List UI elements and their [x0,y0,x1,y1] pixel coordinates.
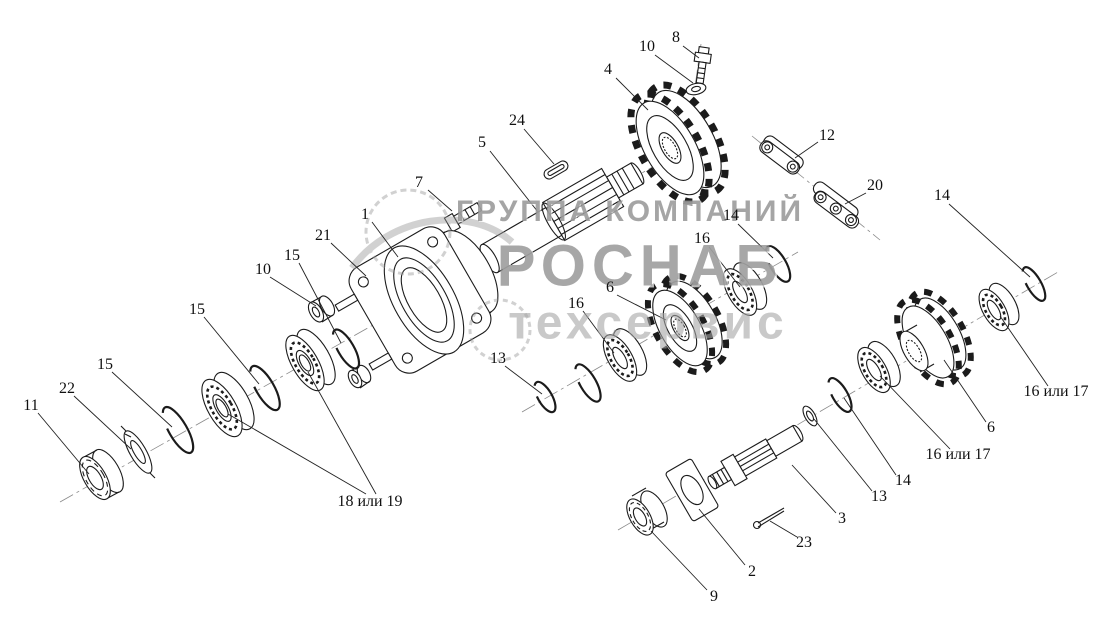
part-label-20: 20 [867,177,883,194]
leader-lines [37,45,1049,591]
part-label-15b: 15 [189,301,205,318]
part-label-15a: 15 [284,247,300,264]
part-label-18-19: 18 или 19 [337,493,403,510]
part-label-10b: 10 [255,261,271,278]
part-label-3: 3 [838,510,846,527]
part-label-21: 21 [315,227,331,244]
circlip-14c-part [1021,266,1047,302]
part-label-13-br: 13 [871,488,887,505]
washer-10-top-part [685,82,707,96]
bearing-16a-part [602,328,648,382]
part-label-8: 8 [672,29,680,46]
circlip-15c-part [161,405,195,455]
part-label-6-mid: 6 [606,279,614,296]
bolt-7-part [443,201,483,233]
chain-link-12-part [759,135,804,175]
part-label-24: 24 [509,112,525,129]
castle-nut-9-part [626,487,668,536]
part-label-23: 23 [796,534,812,551]
part-label-7: 7 [415,174,423,191]
part-label-14-topright: 14 [934,187,950,204]
part-label-16-mid: 16 [694,230,710,247]
part-label-4: 4 [604,61,612,78]
circlip-13a-part [533,380,557,414]
ring-13b-part [802,405,818,427]
sprocket-6b-part [894,288,974,388]
part-label-11: 11 [23,397,39,414]
part-label-16b: 16 [568,295,584,312]
part-label-13-mid: 13 [490,350,506,367]
nut-10-part [307,295,336,323]
part-label-22: 22 [59,380,75,397]
tab-plate-2-part [665,458,719,522]
part-label-15c: 15 [97,356,113,373]
gear-4-part [627,81,729,206]
cotter-pin-23-part [752,507,785,530]
circlip-15b-part [249,364,281,412]
part-label-10-top: 10 [639,38,655,55]
part-label-6-right: 6 [987,419,995,436]
shaft-5-part [479,162,645,274]
circlip-14b-part [827,377,853,413]
bearing-16b-part [722,262,768,316]
chain-link-20-part [812,181,860,229]
nut-10b-part [347,364,372,389]
part-label-14-mid: 14 [723,207,739,224]
lock-washer-22-part [120,425,156,479]
key-24-part [543,160,569,180]
part-label-16-17b: 16 или 17 [925,446,991,463]
part-label-12: 12 [819,127,835,144]
circlip-14a-part [764,245,792,283]
part-label-14-br: 14 [895,472,911,489]
stud-21-part [334,293,359,312]
bolt-8-part [693,46,712,85]
bearing-16-17b-part [978,282,1020,332]
shaft-3-part [707,424,804,490]
stud-21b-part [368,352,393,371]
part-label-9: 9 [710,588,718,605]
sprocket-6a-part [644,272,730,376]
part-label-5: 5 [478,134,486,151]
part-label-16-17a: 16 или 17 [1023,383,1089,400]
part-label-1: 1 [361,206,369,223]
bearing-18-19b-part [201,371,255,438]
circlip-15a-part [331,328,361,370]
watermark-logo [349,188,532,362]
axis-centerlines [59,43,1059,531]
circlip-16a-part [574,363,602,403]
part-label-2: 2 [748,563,756,580]
locknut-11-part [79,448,124,501]
housing-1-part [334,226,499,374]
bearing-16-17a-part [857,340,901,394]
bearing-18-19a-part [285,328,336,392]
